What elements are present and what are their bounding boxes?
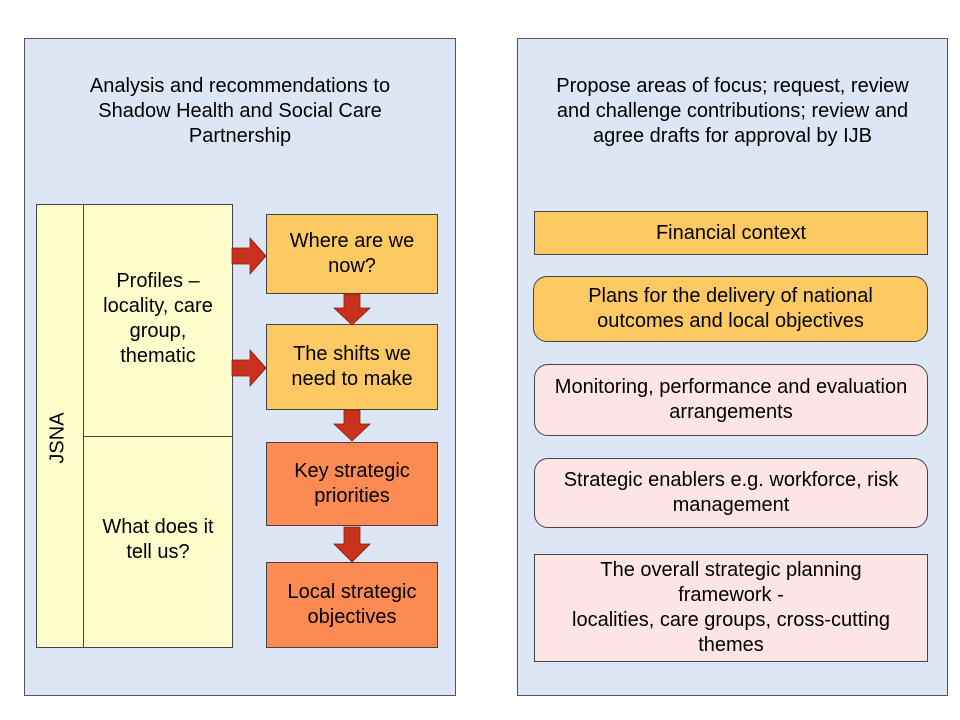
tell-us-cell: What does it tell us? [83,436,233,648]
jsna-strip [36,204,84,648]
step-where-are-we-now: Where are we now? [266,214,438,294]
arrow-down-1 [332,293,372,326]
arrow-down-2 [332,409,372,442]
item-strategic-enablers: Strategic enablers e.g. workforce, risk … [534,458,928,528]
jsna-label: JSNA [46,412,69,464]
item-planning-framework: The overall strategic planning framework… [534,554,928,662]
arrow-down-3 [333,526,371,563]
arrow-right-2 [231,348,267,388]
step-key-strategic-priorities: Key strategic priorities [266,442,438,526]
left-panel-title: Analysis and recommendations to Shadow H… [89,75,391,147]
arrow-right-1 [231,236,267,276]
item-monitoring: Monitoring, performance and evaluation a… [534,364,928,436]
right-panel-title: Propose areas of focus; request, review … [556,75,909,147]
step-local-strategic-objectives: Local strategic objectives [266,562,438,648]
item-financial-context: Financial context [534,211,928,255]
profiles-cell: Profiles – locality, care group, themati… [83,204,233,437]
step-shifts-to-make: The shifts we need to make [266,324,438,410]
item-plans-delivery: Plans for the delivery of national outco… [533,276,928,342]
